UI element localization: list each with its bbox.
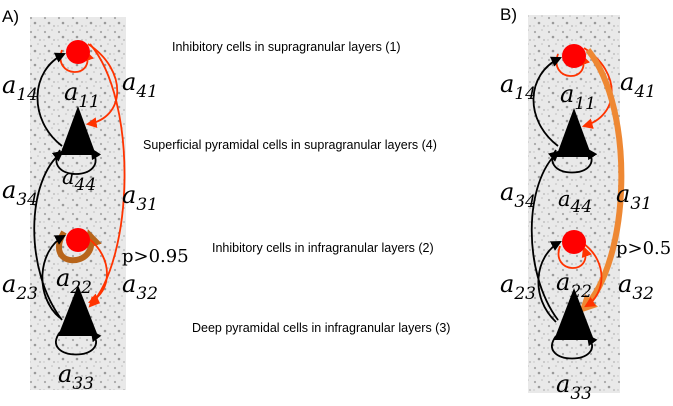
panel-a-label: A) (2, 7, 19, 26)
self-loop-a33 (55, 330, 102, 356)
panel-b: B) a14 a11 a41 a44 a34 a31 p>0.5 a23 a22… (500, 5, 671, 404)
label-a23: a23 (2, 270, 38, 304)
inhibitory-cell-infragranular (562, 230, 586, 254)
self-loop-a33 (551, 334, 598, 360)
label-a22: a22 (56, 264, 92, 298)
panel-b-label: B) (500, 5, 517, 24)
label-a31: a31 (122, 181, 158, 215)
deep-pyramidal-cell (58, 285, 98, 336)
self-loop-a22 (557, 245, 592, 269)
label-a11: a11 (64, 78, 100, 112)
layer-labels: Inhibitory cells in supragranular layers… (143, 40, 450, 335)
connection-a32 (583, 243, 603, 308)
label-a14: a14 (2, 71, 38, 105)
inhibitory-cell-infragranular (66, 228, 90, 252)
label-a33: a33 (58, 360, 94, 394)
inhibitory-cell-supragranular (562, 44, 586, 68)
label-a23: a23 (500, 270, 536, 304)
deep-pyramidal-cell (554, 288, 594, 340)
layer-label-inhibitory-infragranular: Inhibitory cells in infragranular layers… (212, 241, 434, 255)
layer-label-superficial-pyramidal: Superficial pyramidal cells in supragran… (143, 138, 437, 152)
posterior-label-b: p>0.5 (616, 238, 671, 259)
connection-a41 (85, 43, 119, 128)
label-a22: a22 (556, 268, 592, 302)
connection-a23 (537, 240, 562, 323)
layer-label-inhibitory-supragranular: Inhibitory cells in supragranular layers… (172, 40, 401, 54)
label-a11: a11 (560, 80, 596, 114)
label-a32: a32 (618, 270, 654, 304)
label-a14: a14 (500, 70, 536, 104)
connection-a34 (530, 150, 560, 321)
label-a31: a31 (616, 180, 652, 214)
connection-a14 (36, 52, 66, 147)
connection-a32 (87, 237, 108, 304)
posterior-label-a: p>0.95 (122, 246, 189, 267)
label-a44: a44 (558, 187, 592, 217)
connection-a34 (33, 150, 64, 321)
inhibitory-cell-supragranular (66, 40, 90, 64)
panel-a: A) a14 a11 a41 a44 a34 a31 p>0.95 a23 a2… (2, 7, 189, 394)
label-a34: a34 (500, 178, 536, 212)
label-a44: a44 (62, 165, 96, 195)
label-a32: a32 (122, 270, 158, 304)
superficial-pyramidal-cell (60, 106, 96, 155)
connection-a31 (578, 48, 625, 314)
connection-a31 (88, 43, 126, 308)
layer-label-deep-pyramidal: Deep pyramidal cells in infragranular la… (192, 321, 450, 335)
label-a41: a41 (122, 68, 158, 102)
label-a34: a34 (2, 176, 38, 210)
connection-a14 (532, 56, 562, 147)
superficial-pyramidal-cell (556, 108, 592, 157)
connection-a23 (41, 234, 66, 319)
label-a33: a33 (556, 370, 592, 404)
label-a41: a41 (620, 68, 656, 102)
